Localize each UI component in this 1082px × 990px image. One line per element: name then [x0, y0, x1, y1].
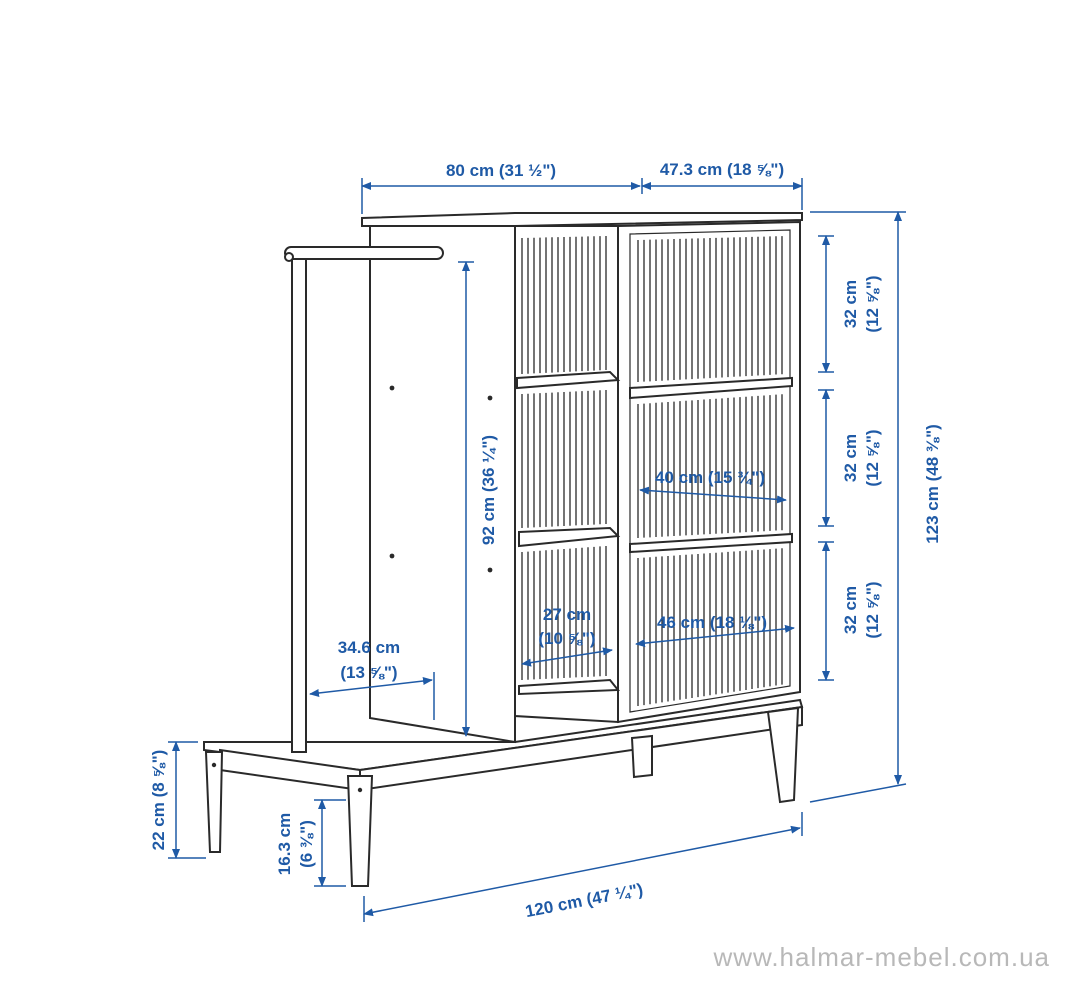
label-inner-width-top: 40 cm (15 ¾")	[655, 468, 765, 487]
label-side-width-cm: 27 cm	[543, 605, 591, 624]
label-inner-width-bottom: 46 cm (18 ⅛")	[657, 613, 767, 632]
label-shelf-3-cm: 32 cm	[841, 586, 860, 634]
watermark: www.halmar-mebel.com.ua	[712, 942, 1050, 972]
label-width-total: 120 cm (47 ¼")	[524, 880, 645, 921]
label-height-total: 123 cm (48 ⅜")	[923, 424, 942, 544]
label-shelf-2-in: (12 ⅝")	[863, 429, 882, 486]
label-depth: 47.3 cm (18 ⅝")	[660, 160, 784, 179]
label-height-inner: 92 cm (36 ¼")	[479, 435, 498, 545]
label-leg-height-cm: 16.3 cm	[275, 813, 294, 875]
label-side-width-in: (10 ⅝")	[538, 629, 595, 648]
furniture-outline	[203, 212, 804, 887]
dimension-lines	[168, 178, 907, 922]
label-leg-height-in: (6 ⅜")	[297, 820, 316, 868]
label-shelf-1-cm: 32 cm	[841, 280, 860, 328]
label-shelf-2-cm: 32 cm	[841, 434, 860, 482]
label-base-height: 22 cm (8 ⅝")	[149, 750, 168, 851]
label-shelf-1-in: (12 ⅝")	[863, 275, 882, 332]
label-shelf-3-in: (12 ⅝")	[863, 581, 882, 638]
label-width-cabinet: 80 cm (31 ½")	[446, 161, 556, 180]
label-open-space-in: (13 ⅝")	[340, 663, 397, 682]
door-slats	[521, 236, 783, 706]
label-open-space-cm: 34.6 cm	[338, 638, 400, 657]
